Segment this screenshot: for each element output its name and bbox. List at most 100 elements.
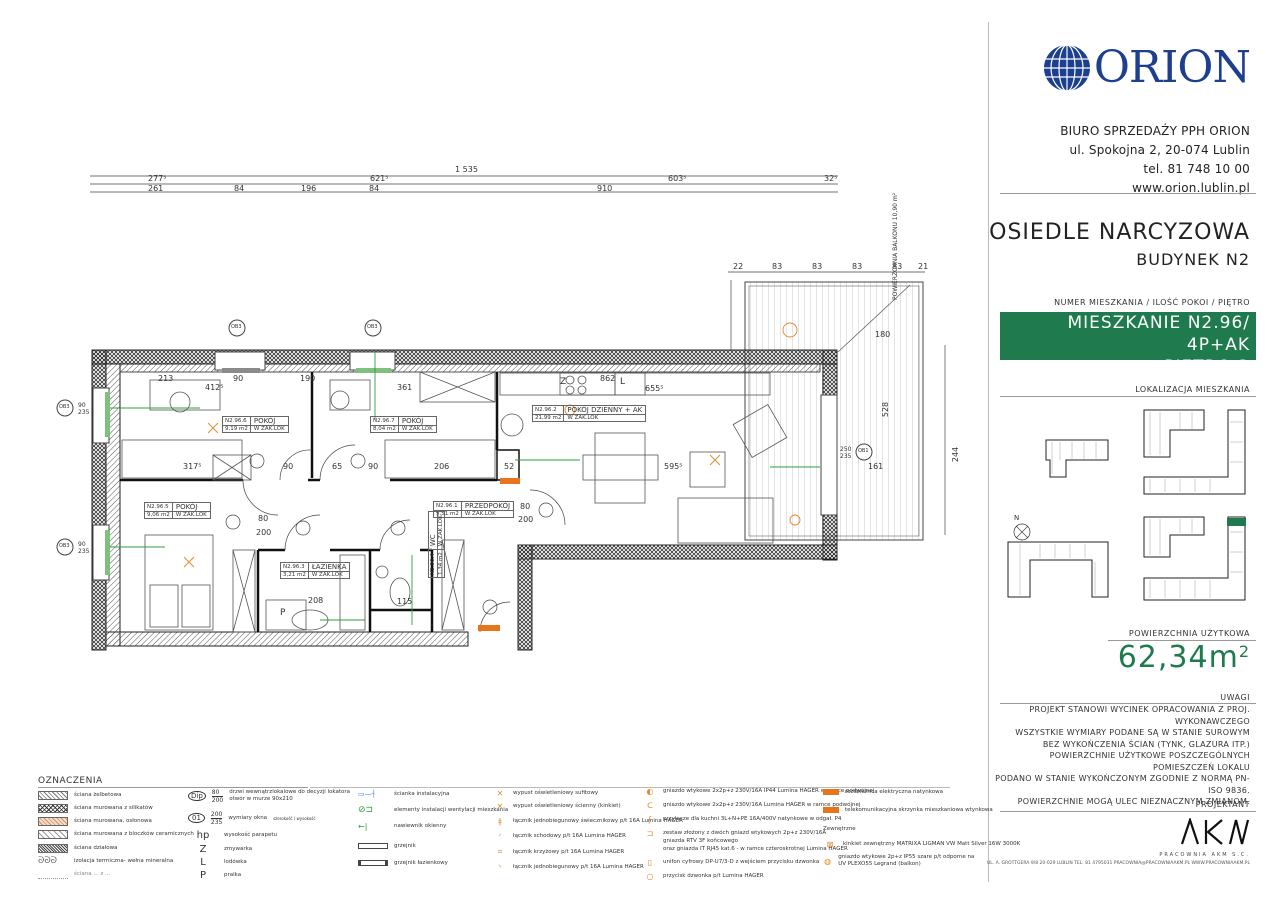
room-name: ŁAZIENKA bbox=[307, 562, 351, 572]
room-id: N2.96.7 bbox=[370, 416, 399, 426]
partition-swatch-icon bbox=[38, 843, 68, 853]
washer-symbol: P bbox=[280, 608, 286, 618]
dimension-label: 83 bbox=[772, 262, 783, 271]
doorbell-icon: ○ bbox=[646, 871, 654, 881]
distribution-board-icon bbox=[823, 789, 839, 795]
socket-icon: ᑕ bbox=[647, 800, 653, 810]
socket-icon: ◐ bbox=[646, 786, 654, 796]
intercom-icon: ▯ bbox=[647, 857, 653, 867]
legend-other-wall: ściana ... z ... bbox=[38, 868, 110, 880]
note-line: POWIERZCHNIE UŻYTKOWE POSZCZEGÓLNYCH POM… bbox=[1049, 751, 1250, 772]
estate-title: OSIEDLE NARCYZOWA bbox=[989, 220, 1250, 245]
apartment-floor: PIĘTRO 3 bbox=[1164, 357, 1250, 377]
dimension-label: 83 bbox=[852, 262, 863, 271]
sales-office-name: BIURO SPRZEDAŻY PPH ORION bbox=[1060, 124, 1250, 138]
dimension-label: 84 bbox=[369, 184, 380, 193]
switch-icon: ᐟ bbox=[498, 831, 502, 841]
room-name: POKÓJ bbox=[171, 502, 211, 512]
location-map: N bbox=[1007, 409, 1246, 601]
orion-logo[interactable]: ORION bbox=[1042, 40, 1251, 96]
ceramic-swatch-icon bbox=[38, 829, 68, 839]
apartment-caption: NUMER MIESZKANIA / ILOŚĆ POKOI / PIĘTRO bbox=[1054, 298, 1250, 307]
dimension-label: 200 bbox=[518, 515, 534, 524]
legend-distribution-board: rozdzielnica elektryczna natynkowa bbox=[823, 786, 943, 798]
dimension-label: 910 bbox=[597, 184, 613, 193]
insulation-wave-icon: ᘐᘐᘐ bbox=[38, 855, 58, 866]
sales-office-website[interactable]: www.orion.lublin.pl bbox=[1132, 181, 1250, 195]
note-line: PROJEKT STANOWI WYCINEK OPRACOWANIA Z PR… bbox=[1029, 705, 1250, 726]
legend-telecom-box: telekomunikacyjna skrzynka mieszkaniowa … bbox=[823, 804, 993, 816]
doors bbox=[225, 444, 566, 633]
legend-ceiling-light: ✕wypust oświetleniowy sufitowy bbox=[493, 787, 599, 799]
switch-icon: ǂ bbox=[498, 816, 502, 826]
legend-switch-cross: ⌗łącznik krzyżowy p/t 16A Lumina HAGER bbox=[493, 846, 624, 858]
exterior-socket-icon: ◍ bbox=[824, 856, 832, 866]
installation-wall-icon: ▭—┤ bbox=[358, 790, 376, 798]
dimension-label: 200 bbox=[256, 528, 272, 537]
legend-wall-concrete: ściana żelbetowa bbox=[38, 789, 121, 801]
legend-exterior-caption: Zewnętrzne bbox=[823, 826, 856, 832]
legend-wall-light: ✕wypust oświetleniowy ścienny (kinkiet) bbox=[493, 800, 621, 812]
interior-walls bbox=[120, 372, 520, 632]
room-name: WC bbox=[428, 511, 438, 550]
bath-radiator-icon bbox=[358, 860, 388, 866]
legend-title: OZNACZENIA bbox=[38, 776, 103, 786]
room-status: W ZAK.LOK bbox=[249, 425, 289, 433]
room-name: POKÓJ bbox=[397, 416, 437, 426]
dimension-label: 21 bbox=[918, 262, 929, 271]
room-status: W ZAK.LOK bbox=[171, 511, 211, 519]
fridge-symbol: L bbox=[620, 377, 626, 387]
notes-list: PROJEKT STANOWI WYCINEK OPRACOWANIA Z PR… bbox=[988, 704, 1250, 808]
room-name: PRZEDPOKÓJ bbox=[460, 501, 515, 511]
divider bbox=[1000, 193, 1256, 194]
info-panel: ORION BIURO SPRZEDAŻY PPH ORION ul. Spok… bbox=[987, 22, 1256, 882]
akm-logo[interactable] bbox=[1180, 818, 1250, 846]
window-tag: OB3 bbox=[59, 404, 70, 410]
switch-icon: ᐠ bbox=[498, 862, 502, 872]
kitchen-connection-icon: ʃ bbox=[648, 814, 652, 824]
crosshatch-swatch-icon bbox=[38, 803, 68, 813]
room-status: W ZAK.LOK bbox=[460, 510, 515, 518]
legend-rtv-socket: gniazda RTV 3F końcowego bbox=[663, 838, 739, 844]
legend-ventilation: ⊘⊐elementy instalacji wentylacji mieszka… bbox=[358, 805, 509, 815]
usable-area-value: 62,34m2 bbox=[1117, 640, 1250, 675]
legend-wall-silicate: ściana murowana z silikatów bbox=[38, 802, 153, 814]
dimension-label: 317⁵ bbox=[183, 462, 202, 471]
door-tag-icon: Dip bbox=[188, 791, 206, 801]
room-id: N2.96.5 bbox=[144, 502, 173, 512]
legend-exterior-light: ⊠kinkiet zewnętrzny MATRIXA LIGMAN VW Ma… bbox=[823, 838, 1021, 850]
room-area: 8,04 m2 bbox=[370, 425, 399, 433]
legend-wall-curtain: ściana murowana, osłonowa bbox=[38, 815, 152, 827]
dimension-label: 90 bbox=[368, 462, 379, 471]
trickle-vent-icon: ←| bbox=[358, 821, 368, 831]
room-name: POKÓJ DZIENNY + AK bbox=[563, 405, 647, 415]
dimension-label: 261 bbox=[148, 184, 164, 193]
room-name: POKÓJ bbox=[249, 416, 289, 426]
apartment-badge: MIESZKANIE N2.96/ 4P+AK PIĘTRO 3 bbox=[1000, 312, 1256, 377]
dimension-label: 361 bbox=[397, 383, 413, 392]
dimension-label: 84 bbox=[234, 184, 245, 193]
room-area: 21,99 m2 bbox=[531, 414, 565, 422]
dimension-label: 65 bbox=[332, 462, 343, 471]
note-line: BEZ WYKOŃCZENIA ŚCIAN (TYNK, GLAZURA ITP… bbox=[1042, 739, 1250, 749]
exterior-light-icon: ⊠ bbox=[826, 839, 834, 849]
legend-doorbell: ○przycisk dzwonka p/t Lumina HAGER bbox=[643, 870, 764, 882]
designer-caption: PROJEKTANT bbox=[1195, 800, 1250, 809]
room-id: N2.96.2 bbox=[531, 405, 565, 415]
